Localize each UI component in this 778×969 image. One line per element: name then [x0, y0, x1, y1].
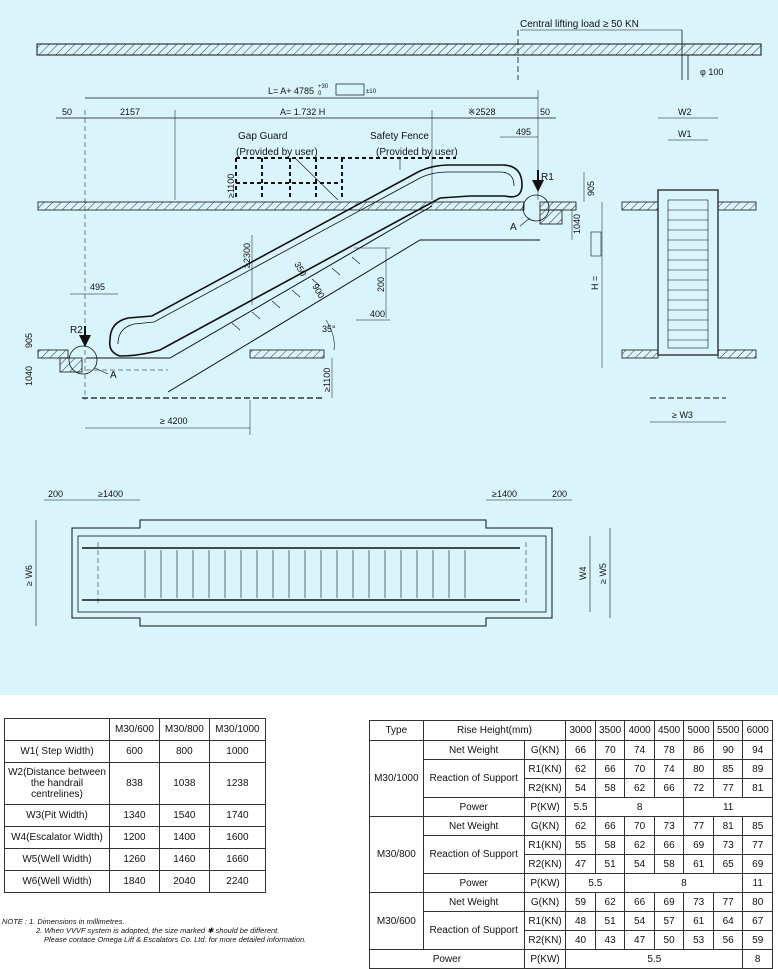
table-row: W5(Well Width) 1260 1460 1660 — [4, 848, 267, 871]
table-row: Power P(KW) 5.5 8 11 — [370, 873, 773, 893]
safety-fence-note: (Provided by user) — [376, 147, 458, 158]
type-header: Type — [369, 720, 424, 741]
dim-2300: ≥2300 — [242, 243, 252, 268]
table-row: Reaction of Support R1(KN) 48 51 54 57 6… — [370, 911, 773, 950]
corner-cell — [4, 718, 110, 741]
length-l-label: L= A+ 4785 — [268, 86, 314, 96]
dim-1400-right: ≥1400 — [492, 489, 517, 499]
dim-1040-bottom: 1040 — [24, 366, 34, 386]
dim-50-right: 50 — [540, 107, 550, 117]
dim-350: 350 — [292, 260, 308, 278]
rise-header: Rise Height(mm) — [422, 720, 567, 741]
phi100-label: φ 100 — [700, 67, 723, 77]
r1-label: R1 — [541, 172, 554, 183]
dim-4200: ≥ 4200 — [160, 416, 187, 426]
tolerance-down: 0 — [318, 91, 322, 97]
dim-905-top: 905 — [586, 181, 596, 196]
table-row: R2(KN) 47 51 54 58 61 65 69 — [370, 854, 773, 874]
dim-1400-left: ≥1400 — [98, 489, 123, 499]
table-row: W4(Escalator Width) 1200 1400 1600 — [4, 826, 267, 849]
technical-drawing: Central lifting load ≥ 50 KN φ 100 L= A+… — [0, 0, 778, 695]
row-label: W4(Escalator Width) — [4, 826, 110, 849]
safety-fence-label: Safety Fence — [370, 131, 429, 142]
dim-400: 400 — [370, 309, 385, 319]
w2-label: W2 — [678, 107, 692, 117]
h-label: H = — [590, 276, 600, 290]
dim-905-bottom: 905 — [24, 333, 34, 348]
row-label: W1( Step Width) — [4, 740, 110, 763]
table-row: Power P(KW) 5.5 8 — [369, 949, 773, 969]
footnote: NOTE : 1. Dimensions in millimetres. 2. … — [2, 917, 306, 944]
col-header: M30/600 — [109, 718, 160, 741]
dim-2528: ※2528 — [468, 107, 496, 117]
row-label: W5(Well Width) — [4, 848, 110, 871]
gap-guard-note: (Provided by user) — [236, 147, 318, 158]
dim-1040-top: 1040 — [572, 214, 582, 234]
safety-fence — [235, 157, 456, 200]
tolerance-up: +30 — [318, 84, 329, 90]
escalator-side-view — [86, 164, 540, 393]
note-line-1: NOTE : 1. Dimensions in millimetres. — [2, 917, 125, 926]
dimensions-table: M30/600 M30/800 M30/1000 W1( Step Width)… — [4, 718, 267, 893]
w5-label: ≥ W5 — [598, 563, 608, 584]
dim-a-label: A= 1.732 H — [280, 107, 325, 117]
dim-495-top: 495 — [516, 127, 531, 137]
upper-floor — [37, 201, 577, 225]
central-load-label: Central lifting load ≥ 50 KN — [520, 19, 639, 30]
a-top-label: A — [510, 222, 517, 233]
w4-label: W4 — [578, 567, 588, 581]
row-label: W6(Well Width) — [4, 870, 110, 893]
row-label: W3(Pit Width) — [4, 804, 110, 827]
row-label: W2(Distance between the handrail centrel… — [4, 762, 110, 805]
support-r1 — [522, 170, 550, 222]
plan-view — [71, 519, 553, 627]
ceiling-beam — [36, 43, 762, 56]
table-row: W3(Pit Width) 1340 1540 1740 — [4, 804, 267, 827]
table-row: M30/600 Net Weight G(KN) 59 62 66 69 73 … — [369, 892, 773, 950]
w1-label: W1 — [678, 129, 692, 139]
w3-label: ≥ W3 — [672, 410, 693, 420]
step-markers — [231, 256, 361, 331]
cross-section-view — [621, 189, 757, 399]
dim-1100-top: ≥1100 — [226, 174, 236, 198]
escalator-drawing-svg: Central lifting load ≥ 50 KN φ 100 L= A+… — [24, 19, 762, 627]
type-cell: M30/1000 — [369, 740, 424, 817]
table-row: W2(Distance between the handrail centrel… — [4, 762, 267, 805]
dim-1100-bottom: ≥1100 — [322, 368, 332, 392]
tolerance-pm10: ±10 — [366, 89, 377, 95]
a-bottom-label: A — [110, 370, 117, 381]
table-row: Reaction of Support R1(KN) 55 58 62 66 6… — [370, 835, 773, 874]
table-row: W1( Step Width) 600 800 1000 — [4, 740, 267, 763]
w6-label: ≥ W6 — [24, 565, 34, 586]
r2-label: R2 — [70, 325, 83, 336]
type-cell: M30/800 — [369, 816, 424, 893]
dim-200-left: 200 — [48, 489, 63, 499]
type-cell: M30/600 — [369, 892, 424, 950]
dim-200: 200 — [376, 277, 386, 292]
table-row: Reaction of Support R1(KN) 62 66 70 74 8… — [370, 759, 773, 798]
dim-50-left: 50 — [62, 107, 72, 117]
dim-495-bottom: 495 — [90, 282, 105, 292]
col-header: M30/800 — [158, 718, 210, 741]
note-line-2: 2. When VVVF system is adopted, the size… — [36, 926, 280, 935]
table-row: M30/1000 Net Weight G(KN) 66 70 74 78 86… — [369, 740, 773, 817]
table-row: W6(Well Width) 1840 2040 2240 — [4, 870, 267, 893]
dim-200-right: 200 — [552, 489, 567, 499]
table-row: M30/800 Net Weight G(KN) 62 66 70 73 77 … — [369, 816, 773, 893]
lower-floor — [37, 349, 325, 399]
table-row: Power P(KW) 5.5 8 11 — [370, 797, 773, 817]
table-row: R2(KN) 40 43 47 50 53 56 59 — [370, 930, 773, 950]
col-header: M30/1000 — [208, 718, 267, 741]
gap-guard-label: Gap Guard — [238, 131, 287, 142]
dim-2157: 2157 — [120, 107, 140, 117]
angle-35: 35° — [322, 324, 336, 334]
note-line-3: Please contace Omega Lift & Escalators C… — [44, 935, 307, 944]
load-table: Type Rise Height(mm) 3000 3500 4000 4500… — [369, 720, 773, 969]
